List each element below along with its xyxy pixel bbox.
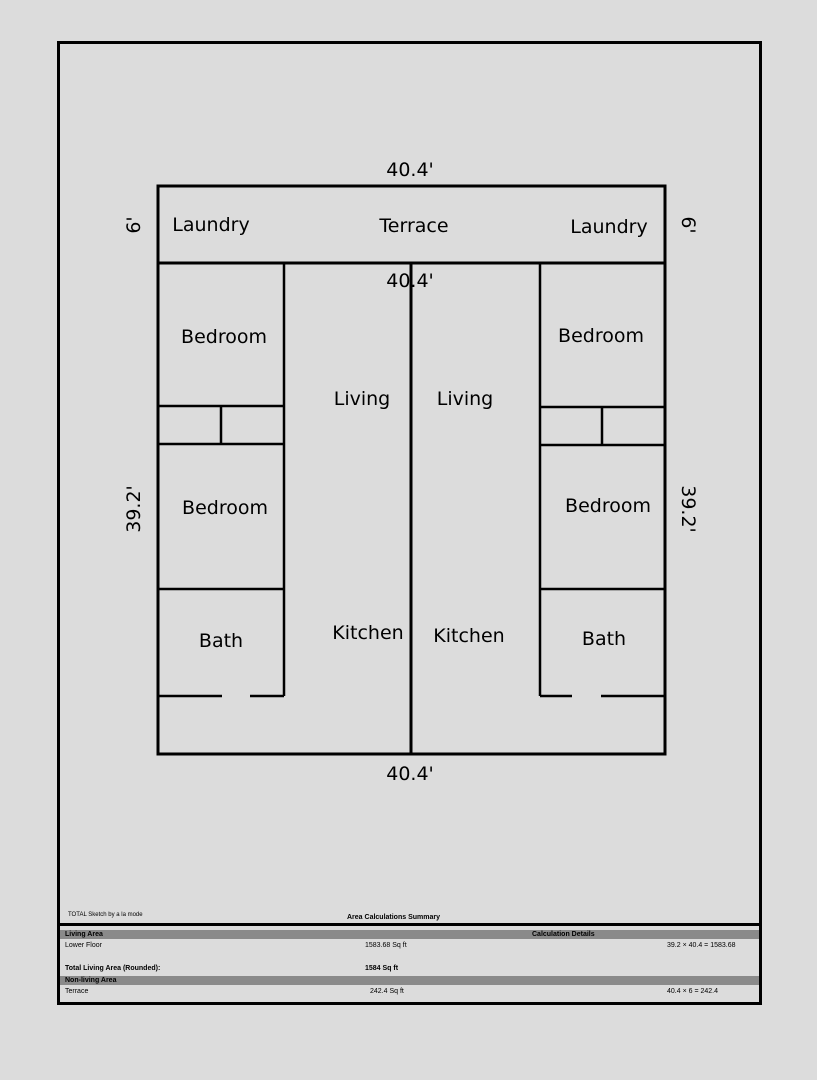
dim-right: 39.2' — [677, 485, 699, 533]
terrace-row: Terrace 242.4 Sq ft 40.4 × 6 = 242.4 — [60, 987, 759, 997]
terrace-area: 242.4 Sq ft — [370, 988, 404, 995]
lower-floor-area: 1583.68 Sq ft — [365, 942, 407, 949]
dim-inner-top: 40.4' — [386, 270, 434, 292]
room-laundry-left: Laundry — [172, 214, 249, 236]
dim-top: 40.4' — [386, 159, 434, 181]
room-kitchen-right: Kitchen — [433, 625, 504, 647]
non-living-band: Non-living Area — [60, 976, 759, 985]
calc-details-header: Calculation Details — [532, 931, 595, 938]
summary-caption-left: TOTAL Sketch by a la mode — [68, 912, 143, 918]
living-area-band: Living Area Calculation Details — [60, 930, 759, 939]
room-bedroom-right-top: Bedroom — [558, 325, 644, 347]
room-terrace: Terrace — [378, 215, 448, 237]
total-living-label: Total Living Area (Rounded): — [65, 965, 161, 972]
total-living-area: 1584 Sq ft — [365, 965, 399, 972]
terrace-calc: 40.4 × 6 = 242.4 — [667, 988, 718, 995]
non-living-header: Non-living Area — [65, 977, 117, 984]
room-bedroom-left-top: Bedroom — [181, 326, 267, 348]
dim-terrace-left: 6' — [123, 216, 145, 233]
room-kitchen-left: Kitchen — [332, 622, 403, 644]
room-living-left: Living — [334, 388, 391, 410]
total-living-row: Total Living Area (Rounded): 1584 Sq ft — [60, 964, 759, 974]
area-summary: TOTAL Sketch by a la mode Area Calculati… — [57, 908, 762, 1005]
lower-floor-row: Lower Floor 1583.68 Sq ft 39.2 × 40.4 = … — [60, 941, 759, 951]
room-bedroom-right-bottom: Bedroom — [565, 495, 651, 517]
dim-left: 39.2' — [123, 485, 145, 533]
dim-terrace-right: 6' — [677, 216, 699, 233]
room-living-right: Living — [437, 388, 494, 410]
room-bath-left: Bath — [199, 630, 243, 652]
room-laundry-right: Laundry — [570, 216, 647, 238]
lower-floor-label: Lower Floor — [65, 942, 102, 949]
room-bedroom-left-bottom: Bedroom — [182, 497, 268, 519]
lower-floor-calc: 39.2 × 40.4 = 1583.68 — [667, 942, 736, 949]
sketch-border — [57, 41, 762, 1005]
summary-rule — [60, 923, 759, 926]
room-bath-right: Bath — [582, 628, 626, 650]
dim-bottom: 40.4' — [386, 763, 434, 785]
summary-title: Area Calculations Summary — [347, 914, 440, 921]
terrace-label: Terrace — [65, 988, 89, 995]
living-area-header: Living Area — [65, 931, 103, 938]
